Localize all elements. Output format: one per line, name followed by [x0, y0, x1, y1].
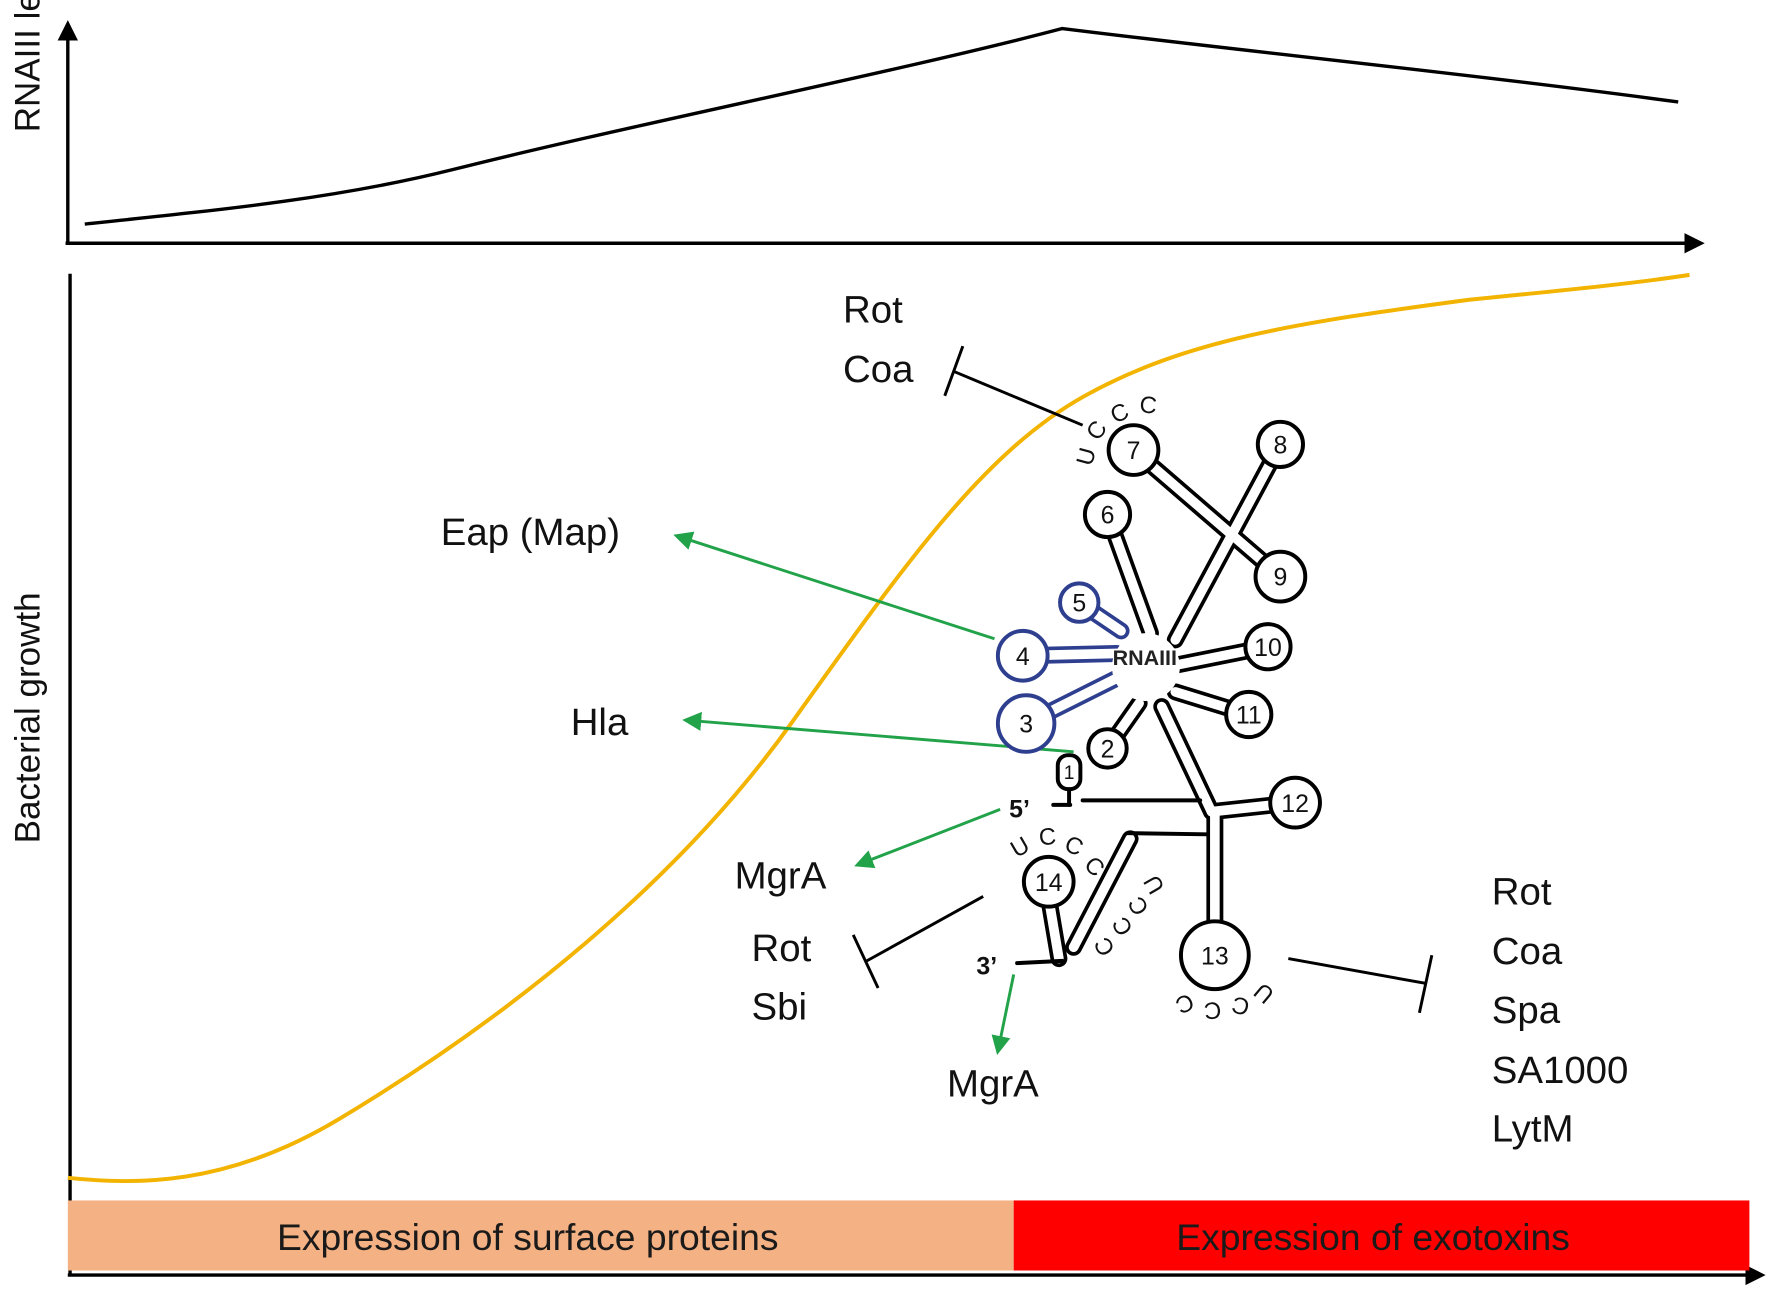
stem-interior [1170, 439, 1286, 645]
central-loop [1112, 633, 1180, 701]
hairpin-1 [1055, 753, 1083, 792]
backbone-3prime-end [1015, 958, 1065, 966]
motif-letter: U [1007, 832, 1035, 863]
top-panel: RNAIII level [9, 0, 1705, 254]
target-labels: Rot Coa Eap (Map) Hla MgrA Rot Sbi MgrA … [441, 288, 1629, 1150]
motif-letter: C [1082, 416, 1113, 445]
motif-letter: C [1038, 824, 1057, 851]
hairpin-9 [1253, 549, 1308, 604]
surface-proteins-label: Expression of surface proteins [277, 1216, 778, 1258]
surface-proteins-band [67, 1200, 1014, 1271]
rnaiii-level-curve [84, 26, 1679, 226]
hairpin-number: 6 [1101, 502, 1115, 530]
three-prime-label: 3’ [976, 952, 997, 980]
mgra-bottom-target: MgrA [947, 1062, 1039, 1105]
repression-line-right [1288, 957, 1427, 985]
hairpin-number: 2 [1101, 736, 1115, 764]
hairpin-10 [1243, 622, 1293, 672]
hairpin-number: 8 [1273, 432, 1287, 460]
rnaiii-center-label: RNAIII [1113, 646, 1177, 670]
exotoxins-label: Expression of exotoxins [1176, 1216, 1570, 1258]
hairpin-numbers: 1 2 3 4 5 6 7 8 9 10 11 12 13 14 [1016, 432, 1309, 971]
stem-interior [1043, 893, 1064, 964]
repression-bar-left [851, 934, 880, 989]
hairpin-number: 1 [1064, 763, 1075, 784]
motif-letter: C [1203, 996, 1222, 1023]
hairpin-number: 5 [1072, 590, 1086, 618]
bottom-y-axis-label: Bacterial growth [9, 592, 48, 843]
hairpin-5 [1058, 581, 1101, 624]
hairpin-6 [1082, 489, 1133, 540]
backbone-lower-linker [1125, 831, 1209, 837]
repression-line-left [866, 895, 984, 963]
hairpin-number: 10 [1254, 634, 1282, 662]
motif-letter: C [1060, 831, 1087, 862]
hairpin-4 [995, 628, 1050, 683]
bacterial-growth-curve [67, 272, 1690, 1184]
hairpin-number: 3 [1019, 711, 1033, 739]
hairpin-number: 7 [1127, 437, 1141, 465]
hairpin-8 [1255, 419, 1305, 469]
stem-interior [1156, 701, 1217, 817]
five-prime-label: 5’ [1009, 795, 1030, 823]
hairpin-14 [1021, 854, 1076, 909]
motif-letter: C [1229, 990, 1252, 1020]
motif-letter: U [1250, 977, 1280, 1008]
hairpin-12 [1268, 775, 1322, 830]
right-repressed-target: Spa [1492, 989, 1561, 1032]
right-repressed-target: SA1000 [1492, 1049, 1629, 1092]
eap-target: Eap (Map) [441, 511, 620, 554]
hairpin-number: 12 [1281, 790, 1309, 818]
hairpin-loops [995, 419, 1322, 992]
hairpin-number: 14 [1035, 869, 1063, 897]
stem-interior [1068, 834, 1135, 953]
left-repressed-target: Sbi [752, 986, 808, 1029]
hairpin-13 [1178, 919, 1251, 992]
hairpin-number: 13 [1201, 942, 1229, 970]
rnaiii-structure: 1 2 3 4 5 6 7 8 9 10 11 12 13 14 RNAIII … [976, 392, 1322, 1023]
hairpin-number: 4 [1016, 643, 1030, 671]
left-repressed-target: Rot [752, 927, 812, 970]
hairpin-11 [1224, 689, 1274, 740]
hla-target: Hla [571, 701, 629, 744]
backbone [1015, 784, 1209, 966]
activation-arrow-mgra-left [854, 808, 1001, 869]
stem-interior [1128, 445, 1286, 582]
right-repressed-target: LytM [1492, 1108, 1574, 1151]
regulation-arrows [673, 345, 1434, 1056]
repression-bar-top [943, 345, 965, 397]
hairpin-number: 9 [1273, 564, 1287, 592]
hairpin-2 [1086, 727, 1129, 770]
right-repressed-target: Rot [1492, 870, 1552, 913]
hairpin-number: 11 [1236, 702, 1262, 730]
top-y-axis-label: RNAIII level [9, 0, 48, 132]
repression-line-top [952, 369, 1084, 427]
activation-arrow-eap [673, 531, 995, 641]
hairpin-3 [995, 693, 1057, 754]
motif-letter: C [1171, 987, 1198, 1018]
motif-letter: U [1072, 445, 1102, 468]
motif-letter: C [1139, 392, 1158, 419]
bottom-panel: Bacterial growth Expression of surface p… [9, 272, 1766, 1286]
hairpin-7 [1106, 423, 1161, 477]
right-repressed-target: Coa [1492, 930, 1563, 973]
top-repressed-target: Rot [843, 288, 903, 331]
top-repressed-target: Coa [843, 348, 914, 391]
exotoxins-band [1013, 1200, 1750, 1271]
repression-bar-right [1417, 954, 1434, 1014]
mgra-left-target: MgrA [735, 855, 827, 898]
activation-arrow-mgra-bottom [991, 974, 1016, 1056]
